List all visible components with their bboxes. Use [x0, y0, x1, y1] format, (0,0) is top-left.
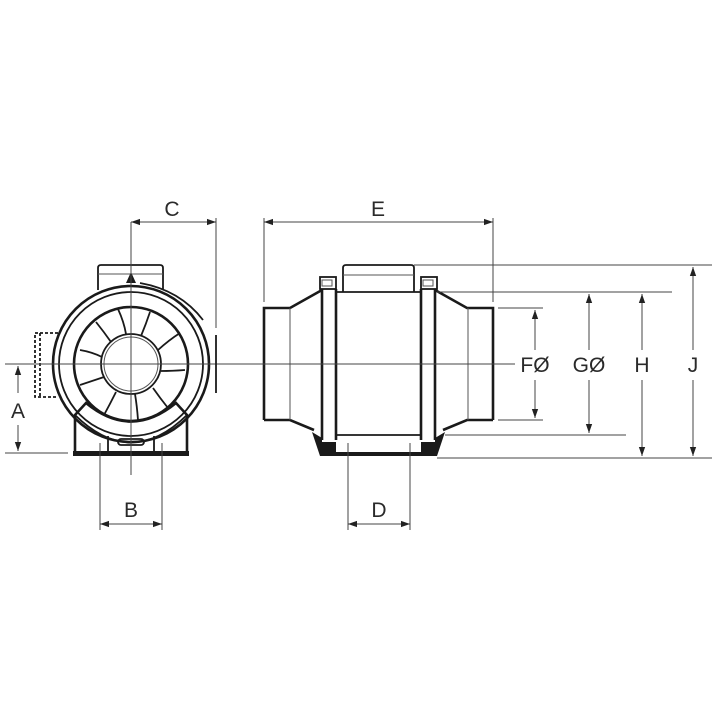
label-e: E: [371, 198, 385, 221]
dimension-b: B: [99, 443, 163, 530]
dimension-c: C: [131, 198, 217, 393]
front-view: [5, 222, 228, 475]
fan-blades: [79, 308, 186, 421]
side-view: [228, 264, 515, 456]
label-h: H: [634, 354, 649, 377]
label-f: FØ: [520, 354, 549, 377]
dimension-g: GØ: [573, 294, 606, 433]
dimension-j: J: [688, 267, 699, 456]
label-b: B: [124, 499, 138, 522]
label-c: C: [164, 198, 179, 221]
dimension-d: D: [347, 443, 411, 530]
dimension-f: FØ: [520, 310, 550, 418]
dimension-e: E: [263, 198, 494, 302]
label-d: D: [371, 499, 386, 522]
dimension-h: H: [634, 294, 650, 456]
label-a: A: [11, 400, 25, 423]
label-g: GØ: [573, 354, 606, 377]
dimension-a: A: [5, 366, 68, 454]
label-j: J: [688, 354, 699, 377]
